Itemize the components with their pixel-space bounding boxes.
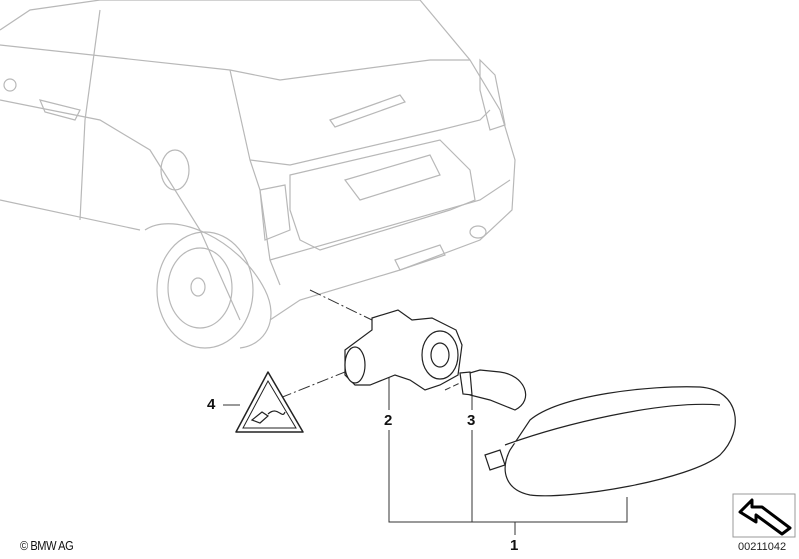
warning-label-triangle [235,371,304,433]
drawing-number: 00211042 [738,541,787,553]
callout-1[interactable]: 1 [510,537,519,554]
view-direction-icon [732,493,796,538]
car-outline [0,0,516,349]
side-indicator-lamp [484,386,736,497]
callout-2[interactable]: 2 [384,412,393,429]
bulb-socket [344,309,463,391]
leader-lines [223,289,628,535]
callout-4[interactable]: 4 [207,396,216,413]
copyright: © BMW AG [20,538,74,553]
callout-3[interactable]: 3 [467,412,476,429]
bulb [459,369,527,411]
